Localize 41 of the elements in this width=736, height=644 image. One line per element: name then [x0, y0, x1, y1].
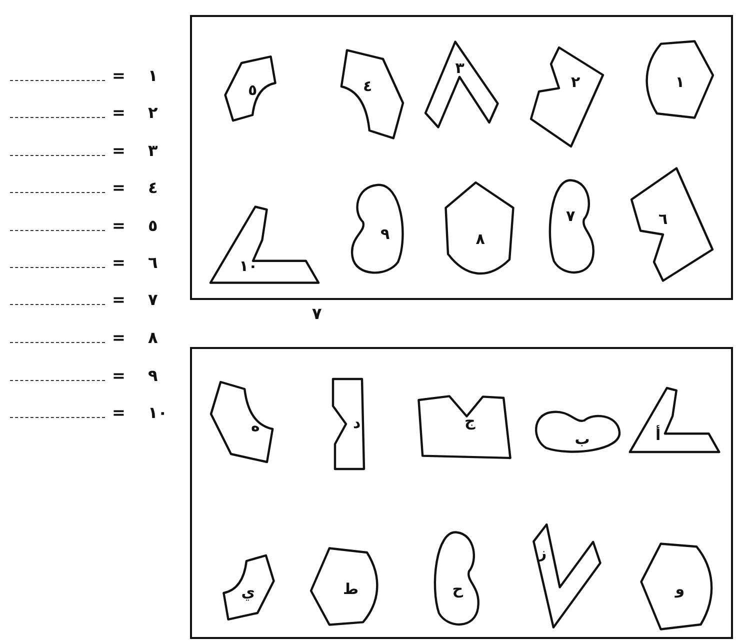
piece-label: ١٠: [239, 259, 258, 274]
equals-sign: =: [112, 255, 126, 271]
equals-sign: =: [112, 292, 126, 308]
item-number: ٣: [148, 143, 158, 159]
panel-frame: [190, 15, 733, 300]
equals-sign: =: [112, 218, 126, 234]
piece-label: ب: [574, 432, 590, 446]
item-number: ٥: [148, 218, 158, 234]
piece-label: و: [675, 582, 685, 597]
piece-label: ٧: [566, 208, 576, 224]
equals-sign: =: [112, 330, 126, 346]
piece-label: ٩: [380, 227, 390, 242]
piece-label: ٤: [363, 78, 372, 94]
item-number: ٤: [148, 180, 158, 196]
figure-number: ٧: [312, 306, 322, 322]
equals-sign: =: [112, 68, 126, 84]
piece-label: ي: [241, 585, 255, 600]
item-number: ٨: [148, 330, 158, 346]
piece-label: ١: [675, 75, 685, 90]
equals-sign: =: [112, 180, 126, 196]
piece-label: د: [353, 416, 361, 431]
item-number: ٦: [148, 255, 158, 271]
piece-label: ح: [452, 582, 463, 597]
piece-label: ٦: [658, 212, 668, 227]
equals-sign: =: [112, 405, 126, 421]
piece-label: ٨: [476, 232, 485, 247]
equals-sign: =: [112, 143, 126, 159]
item-number: ١٠: [148, 405, 168, 421]
piece-label: ج: [464, 414, 476, 429]
item-number: ٩: [148, 368, 158, 384]
panel-frame: [190, 347, 733, 639]
item-number: ١: [148, 68, 158, 84]
piece-label: ط: [343, 582, 359, 598]
piece-label: ٥: [248, 83, 258, 98]
item-number: ٧: [148, 292, 158, 308]
item-number: ٢: [148, 105, 158, 121]
piece-label: ه: [251, 419, 260, 434]
piece-label: ٢: [571, 75, 580, 90]
equals-sign: =: [112, 105, 126, 121]
piece-label: ٣: [455, 60, 464, 76]
equals-sign: =: [112, 368, 126, 384]
